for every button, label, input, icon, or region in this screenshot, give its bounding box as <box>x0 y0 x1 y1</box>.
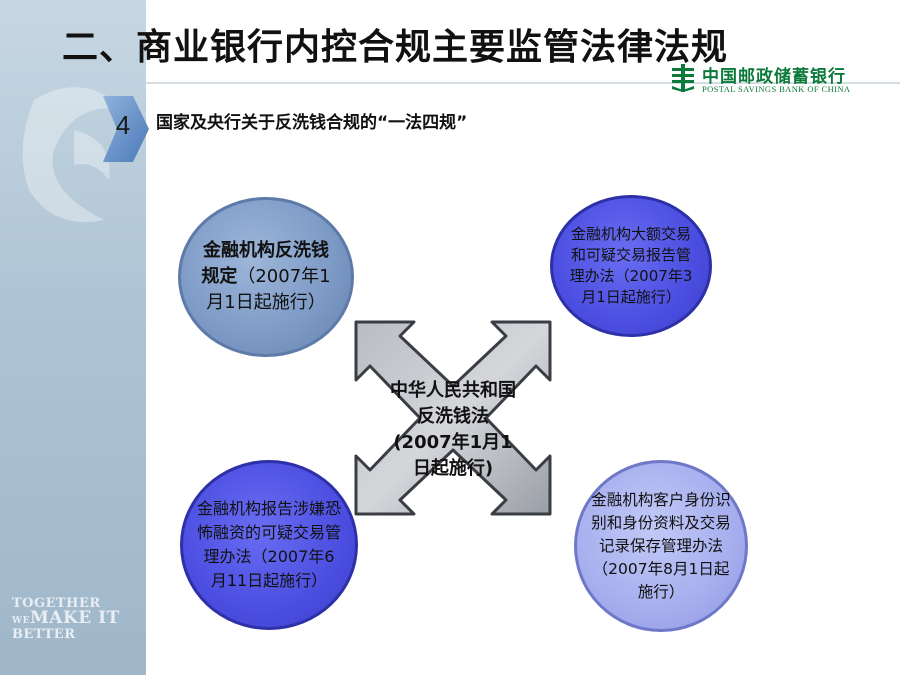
postal-logo-icon <box>672 64 694 92</box>
section-subtitle: 国家及央行关于反洗钱合规的“一法四规” <box>156 113 468 133</box>
circle-tr-text: 金融机构大额交易和可疑交易报告管理办法（2007年3月1日起施行） <box>569 225 693 306</box>
slogan-line3: BETTER <box>12 627 76 642</box>
circle-tl-normal: （2007年1月1日起施行） <box>206 266 331 313</box>
slogan-line1: TOGETHER <box>12 596 101 611</box>
regulation-circle-bottom-right: 金融机构客户身份识别和身份资料及交易记录保存管理办法（2007年8月1日起施行） <box>574 460 748 632</box>
regulation-circle-top-left: 金融机构反洗钱规定（2007年1月1日起施行） <box>178 197 354 357</box>
bank-logo: 中国邮政储蓄银行 POSTAL SAVINGS BANK OF CHINA <box>670 62 870 96</box>
center-line3: (2007年1月1 <box>393 432 513 453</box>
regulation-circle-top-right: 金融机构大额交易和可疑交易报告管理办法（2007年3月1日起施行） <box>550 195 712 337</box>
slogan: TOGETHER WEMAKE IT BETTER <box>12 597 120 642</box>
center-line1: 中华人民共和国 <box>390 380 516 401</box>
circle-tl-bold: 金融机构反洗钱规定 <box>201 240 329 287</box>
decorative-swirl-icon <box>22 87 125 222</box>
four-way-arrow-icon <box>354 320 552 516</box>
bank-name-cn: 中国邮政储蓄银行 <box>702 67 846 87</box>
center-line4: 日起施行) <box>412 458 494 479</box>
regulation-circle-bottom-left: 金融机构报告涉嫌恐怖融资的可疑交易管理办法（2007年6月11日起施行） <box>180 460 358 630</box>
section-number: 4 <box>115 110 131 140</box>
circle-bl-text: 金融机构报告涉嫌恐怖融资的可疑交易管理办法（2007年6月11日起施行） <box>197 499 342 590</box>
page-title: 二、商业银行内控合规主要监管法律法规 <box>62 27 729 68</box>
slogan-we: WE <box>12 616 30 626</box>
section-badge-icon <box>103 96 149 162</box>
title-divider <box>146 82 900 84</box>
bank-name-en: POSTAL SAVINGS BANK OF CHINA <box>702 84 851 94</box>
center-line2: 反洗钱法 <box>417 406 489 427</box>
circle-br-text: 金融机构客户身份识别和身份资料及交易记录保存管理办法（2007年8月1日起施行） <box>591 490 731 601</box>
center-law-label: 中华人民共和国 反洗钱法 (2007年1月1 日起施行) <box>365 378 541 482</box>
slogan-make: MAKE IT <box>29 608 120 628</box>
